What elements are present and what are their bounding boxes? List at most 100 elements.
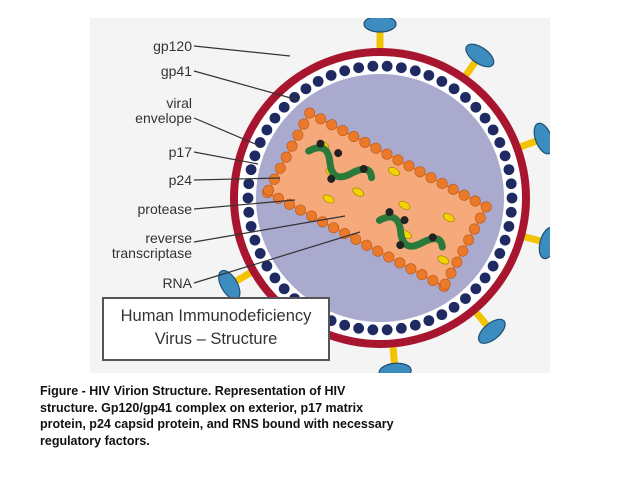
p17-bead bbox=[487, 260, 499, 272]
p24-capsid bbox=[261, 107, 492, 292]
p17-bead bbox=[381, 60, 393, 72]
p24-bead bbox=[403, 160, 415, 172]
reverse-transcriptase-dot bbox=[316, 139, 325, 148]
protease-leader-line bbox=[193, 199, 296, 210]
p17-bead bbox=[300, 83, 312, 95]
gp41-stalk bbox=[463, 60, 479, 78]
protease-particle bbox=[352, 187, 365, 197]
label-protease: protease bbox=[137, 201, 192, 217]
p17-bead bbox=[494, 248, 506, 259]
protease-particle bbox=[398, 200, 411, 210]
gp120-head bbox=[538, 226, 550, 260]
p24-bead bbox=[383, 251, 395, 263]
p24-bead bbox=[463, 234, 475, 246]
p24-bead bbox=[304, 107, 316, 119]
p17-bead bbox=[423, 315, 435, 327]
p24-bead bbox=[416, 269, 428, 281]
reverse-transcriptase-dot bbox=[385, 208, 394, 217]
p17-bead bbox=[503, 220, 515, 232]
p17-bead bbox=[460, 293, 471, 305]
p17-bead bbox=[367, 324, 379, 336]
p24-bead bbox=[268, 173, 280, 185]
diagram-title-line-1: Human Immunodeficiency bbox=[120, 307, 312, 325]
p17-bead bbox=[254, 248, 266, 259]
p24-leader-line bbox=[193, 177, 281, 181]
p17-bead bbox=[353, 62, 365, 74]
reverse-transcriptase-dot bbox=[396, 241, 405, 250]
label-gp120: gp120 bbox=[153, 38, 192, 54]
p24-bead bbox=[405, 263, 417, 275]
p17-bead bbox=[367, 60, 379, 72]
p24-bead bbox=[425, 172, 437, 184]
p17-bead bbox=[254, 137, 266, 148]
p17-bead bbox=[269, 112, 281, 124]
p17-bead bbox=[460, 91, 471, 103]
figure-caption: Figure - HIV Virion Structure. Represent… bbox=[40, 383, 460, 449]
label-p17: p17 bbox=[168, 144, 192, 160]
p17-bead bbox=[479, 272, 491, 284]
hiv-diagram-figure: gp120 gp41 viral envelope p17 p24 protea… bbox=[90, 18, 550, 373]
reverse-transcriptase-dot bbox=[428, 233, 437, 242]
diagram-title-box: Human Immunodeficiency Virus – Structure bbox=[102, 297, 330, 361]
reverse-transcriptase-dot bbox=[327, 174, 336, 183]
protease-particle bbox=[437, 255, 450, 265]
p17-bead bbox=[312, 75, 324, 87]
p17-bead bbox=[494, 137, 506, 148]
p17-bead bbox=[261, 124, 273, 136]
reverse-transcriptase-dot bbox=[400, 216, 409, 225]
p17-bead bbox=[448, 83, 460, 95]
p24-bead bbox=[326, 119, 338, 131]
p24-bead bbox=[427, 275, 439, 287]
p17-bead bbox=[278, 283, 290, 295]
p17-bead bbox=[409, 65, 421, 77]
p24-bead bbox=[292, 129, 304, 141]
p24-bead bbox=[381, 148, 393, 160]
p17-bead bbox=[242, 192, 254, 204]
gp41-leader-line bbox=[193, 70, 299, 101]
p17-bead bbox=[249, 150, 261, 162]
reverse-transcriptase-dot bbox=[334, 149, 343, 158]
gp120-head bbox=[363, 18, 397, 33]
p17-bead bbox=[487, 124, 499, 136]
protease-particle bbox=[388, 167, 400, 176]
gp120-leader-line bbox=[193, 45, 291, 57]
protease-particle bbox=[322, 194, 335, 204]
p24-bead bbox=[337, 125, 349, 137]
p24-bead bbox=[263, 184, 275, 196]
label-gp41: gp41 bbox=[160, 63, 192, 79]
label-rna: RNA bbox=[162, 275, 192, 291]
caption-line: regulatory factors. bbox=[40, 433, 150, 448]
caption-line: protein, p24 capsid protein, and RNS bou… bbox=[40, 417, 394, 431]
p17-bead bbox=[353, 322, 365, 334]
p17-bead bbox=[278, 101, 290, 113]
p17-bead bbox=[423, 69, 435, 81]
envelope-leader-line bbox=[193, 117, 261, 147]
p24-bead bbox=[372, 245, 384, 257]
p17-bead bbox=[325, 69, 337, 81]
p24-bead bbox=[474, 212, 486, 224]
p24-bead bbox=[451, 256, 463, 268]
p17-bead bbox=[470, 283, 482, 295]
p24-bead bbox=[458, 189, 470, 201]
gp41-stalk bbox=[519, 137, 538, 150]
p24-bead bbox=[298, 118, 310, 130]
gp120-head bbox=[378, 362, 412, 373]
p24-bead bbox=[350, 233, 362, 245]
p17-leader-line bbox=[193, 151, 259, 165]
p24-bead bbox=[394, 257, 406, 269]
p17-bead bbox=[505, 206, 517, 218]
p17-bead bbox=[479, 112, 491, 124]
p17-bead bbox=[245, 220, 257, 232]
rna-leader-line bbox=[193, 231, 361, 284]
p24-bead bbox=[359, 136, 371, 148]
label-reverse-transcriptase: reverse transcriptase bbox=[111, 230, 192, 261]
reverse-transcriptase-leader-line bbox=[193, 215, 346, 243]
gp41-stalk bbox=[473, 310, 490, 328]
p17-bead bbox=[436, 309, 448, 321]
gp41-stalk bbox=[234, 269, 252, 285]
reverse-transcriptase-dot bbox=[359, 164, 368, 173]
p17-bead bbox=[381, 324, 393, 336]
label-viral-envelope: viral envelope bbox=[135, 95, 192, 126]
protease-particle bbox=[443, 213, 455, 223]
p24-bead bbox=[361, 239, 373, 251]
